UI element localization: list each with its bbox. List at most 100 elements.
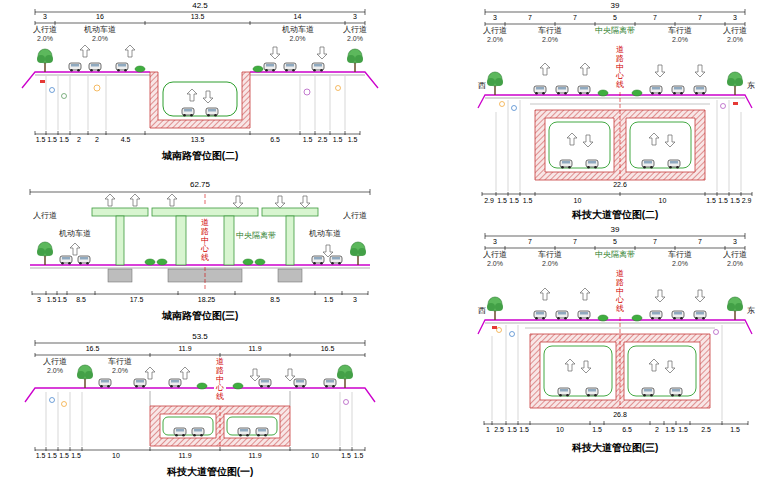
utility-tunnel	[238, 428, 250, 437]
slope-value: 2.0%	[347, 35, 363, 43]
section-caption: 城南路管位图(二)	[162, 150, 239, 161]
pipe-symbols	[721, 104, 726, 109]
dimension-value: 14	[294, 13, 302, 21]
road-surface	[25, 388, 214, 402]
lane-label: 车行道	[538, 251, 562, 260]
dimension-value: 1.5	[71, 452, 81, 460]
street-furniture	[145, 367, 155, 379]
dimension-value: 10	[574, 197, 582, 205]
pipe-symbols	[62, 402, 67, 407]
dimension-value: 1.5	[706, 197, 716, 205]
utility-trough	[187, 89, 197, 101]
dimension-value: 3	[353, 296, 357, 304]
street-furniture	[655, 65, 665, 77]
dimension-lines	[35, 353, 365, 357]
dimension-value: 1.5	[333, 136, 343, 144]
elevated-viaduct	[92, 208, 148, 216]
dimension-value: 2	[95, 136, 99, 144]
street-furniture	[324, 379, 336, 388]
utility-trough	[163, 82, 237, 116]
dimension-value: 1.5	[718, 197, 728, 205]
dimension-lines	[485, 22, 745, 26]
dimension-lines	[485, 246, 745, 250]
dimension-value: 22.6	[613, 181, 627, 189]
street-furniture	[317, 47, 327, 59]
dimension-value: 3	[43, 13, 47, 21]
road-surface	[485, 98, 745, 99]
dimension-value: 1.5	[678, 426, 688, 434]
road-surface	[25, 388, 375, 406]
slope-value: 2.0%	[112, 367, 128, 375]
road-surface	[525, 328, 715, 329]
road-surface	[35, 75, 365, 76]
slope-value: 2.0%	[47, 367, 63, 375]
street-furniture	[540, 288, 550, 300]
elevated-viaduct	[176, 216, 186, 265]
dimension-value: 7	[653, 238, 657, 246]
street-furniture	[180, 367, 190, 379]
lane-label: 车行道	[668, 27, 692, 36]
utility-trough	[150, 72, 250, 128]
guide-lines	[496, 100, 741, 191]
guide-lines	[496, 100, 741, 191]
pipe-symbols	[714, 330, 719, 335]
median-label: 中央隔离带	[595, 251, 635, 260]
street-furniture	[233, 196, 243, 208]
street-furniture	[60, 256, 72, 265]
elevated-viaduct	[152, 208, 258, 216]
road-surface	[478, 320, 752, 334]
utility-tunnel	[535, 110, 705, 180]
street-furniture	[78, 256, 90, 265]
guide-lines	[46, 392, 352, 446]
dimension-value: 3	[493, 238, 497, 246]
ground-line	[30, 264, 370, 265]
utility-tunnel	[668, 160, 680, 169]
dimension-value: 16.5	[321, 345, 335, 353]
dimension-lines	[32, 291, 368, 295]
dimension-value: 1	[486, 426, 490, 434]
slope-value: 2.0%	[92, 35, 108, 43]
utility-tunnel	[583, 135, 593, 147]
section-caption: 科技大道管位图(二)	[572, 209, 659, 220]
dimension-value: 2.9	[484, 197, 494, 205]
road-surface	[22, 72, 150, 88]
lane-label: 人行道	[723, 251, 747, 260]
ground-line	[30, 265, 370, 268]
street-furniture	[285, 369, 295, 381]
centerline-label: 道路中心线	[616, 46, 624, 90]
dimension-value: 7	[528, 238, 532, 246]
street-furniture	[300, 196, 310, 208]
dimension-value: 13.5	[191, 13, 205, 21]
dimension-value: 18.25	[198, 296, 216, 304]
dimension-value: 1.5	[47, 296, 57, 304]
street-furniture	[134, 379, 146, 388]
dimension-lines	[482, 9, 752, 196]
street-furniture	[250, 369, 260, 381]
median-label: 中央隔离带	[236, 232, 276, 241]
dimension-value: 1.5	[354, 452, 364, 460]
street-furniture	[284, 63, 296, 72]
dimension-value: 1.5	[348, 136, 358, 144]
street-furniture	[135, 66, 145, 72]
street-furniture	[197, 383, 207, 389]
utility-tunnel	[544, 346, 612, 396]
utility-tunnel	[174, 428, 186, 437]
street-furniture	[580, 63, 590, 75]
street-furniture	[259, 379, 271, 388]
street-furniture	[275, 196, 285, 208]
utility-tunnel	[150, 406, 290, 446]
street-furniture	[169, 379, 181, 388]
dimension-value: 17.5	[130, 296, 144, 304]
slope-value: 2.0%	[290, 35, 306, 43]
lane-label: 人行道	[483, 27, 507, 36]
street-furniture	[99, 379, 111, 388]
utility-tunnel	[530, 317, 710, 408]
street-furniture	[77, 365, 353, 389]
street-furniture	[655, 290, 665, 302]
street-furniture	[487, 63, 743, 96]
street-furniture	[167, 194, 177, 206]
dimension-value: 10	[311, 452, 319, 460]
dimension-value: 11.9	[248, 452, 261, 460]
street-furniture	[312, 63, 324, 72]
